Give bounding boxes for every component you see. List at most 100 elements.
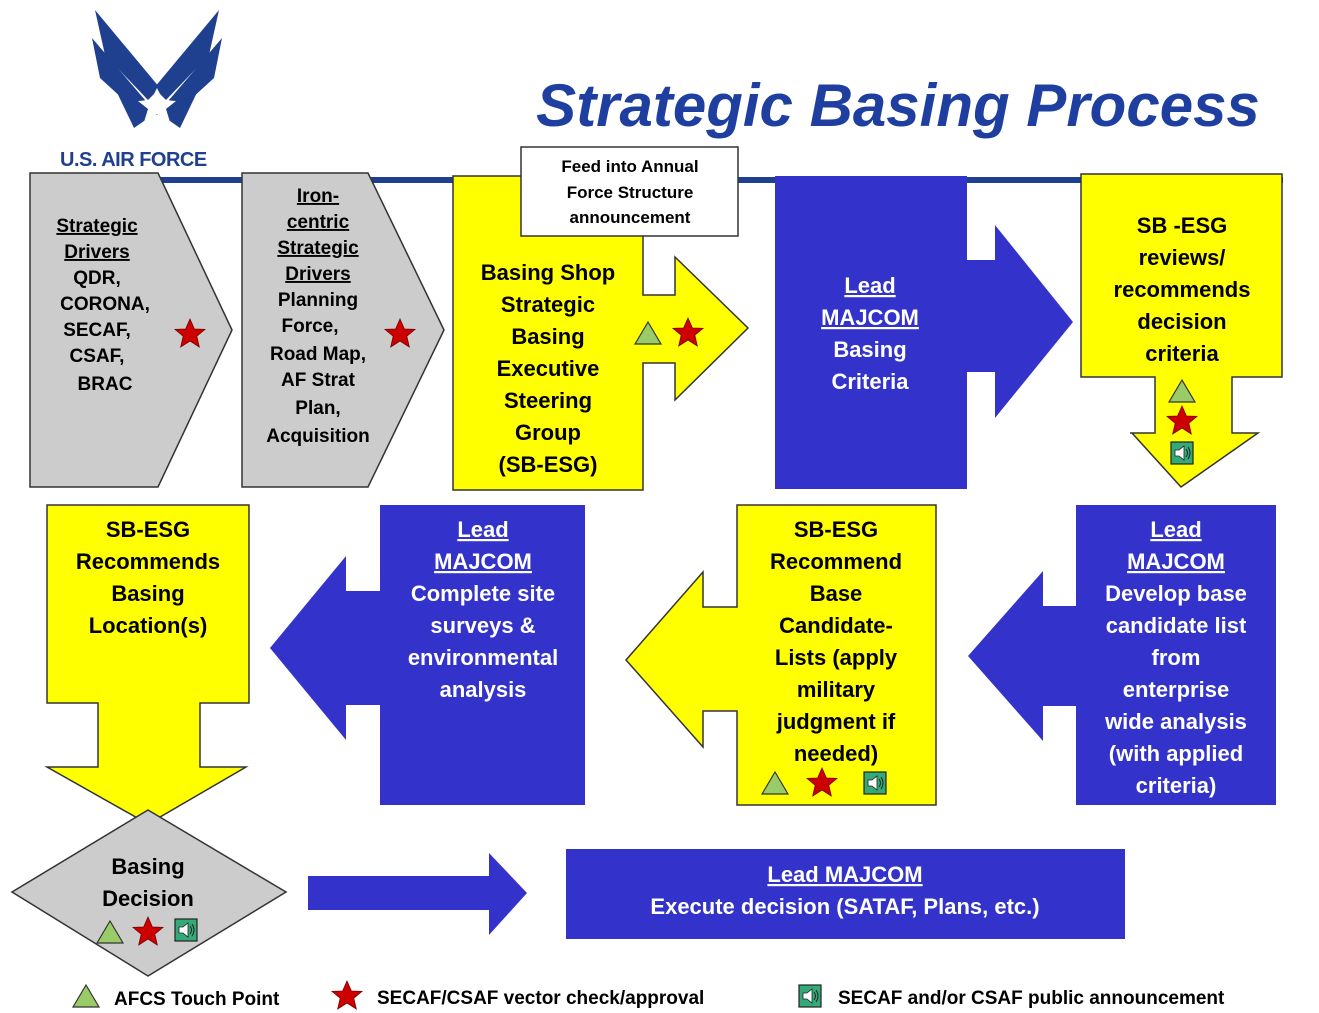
step3-line-5: Steering xyxy=(504,388,592,413)
decision-text: Basing Decision xyxy=(102,854,194,911)
step5-line-1: SB -ESG xyxy=(1137,213,1227,238)
step3-line-2: Strategic xyxy=(501,292,595,317)
step7-line-7: judgment if xyxy=(776,709,896,734)
step4-line-1: Basing xyxy=(833,337,906,362)
step1-line-3: SECAF, xyxy=(63,320,131,341)
step6-line-3: from xyxy=(1152,645,1201,670)
speaker-icon xyxy=(798,984,822,1008)
callout-text: Feed into Annual Force Structure announc… xyxy=(561,157,698,227)
callout-box xyxy=(520,146,739,237)
triangle-icon xyxy=(72,984,100,1008)
step4-label-2: MAJCOM xyxy=(821,305,919,330)
page-title: Strategic Basing Process xyxy=(536,72,1260,139)
step9-line-4: Location(s) xyxy=(89,613,208,638)
step7-line-5: Lists (apply xyxy=(775,645,898,670)
step7-line-2: Recommend xyxy=(770,549,902,574)
step8-text: Lead MAJCOM Complete site surveys & envi… xyxy=(408,517,558,702)
step5-line-4: decision xyxy=(1137,309,1226,334)
decision-diamond xyxy=(10,809,288,977)
step8-line-2: surveys & xyxy=(430,613,535,638)
step6-line-7: criteria) xyxy=(1136,773,1217,798)
step3-line-7: (SB-ESG) xyxy=(499,452,598,477)
legend-announcement: SECAF and/or CSAF public announcement xyxy=(838,988,1225,1009)
step1-label-1: Strategic xyxy=(56,216,138,237)
speaker-icon xyxy=(1170,441,1194,465)
step4-text: Lead MAJCOM Basing Criteria xyxy=(821,273,919,394)
step2-label-3: Strategic xyxy=(277,238,359,259)
step5-text: SB -ESG reviews/ recommends decision cri… xyxy=(1114,213,1251,366)
step1-line-5: BRAC xyxy=(78,374,133,395)
step8-shape xyxy=(270,505,585,805)
decision-line-1: Basing xyxy=(111,854,184,879)
usaf-wing-logo xyxy=(92,10,222,128)
step8-line-4: analysis xyxy=(440,677,527,702)
step8-label-2: MAJCOM xyxy=(434,549,532,574)
step1-label-2: Drivers xyxy=(64,242,130,263)
step5-line-2: reviews/ xyxy=(1139,245,1226,270)
step5-shape xyxy=(1080,173,1283,488)
step5-line-5: criteria xyxy=(1145,341,1219,366)
step6-line-1: Develop base xyxy=(1105,581,1247,606)
step7-line-8: needed) xyxy=(794,741,878,766)
legend-vector-check: SECAF/CSAF vector check/approval xyxy=(377,988,704,1009)
step3-line-1: Basing Shop xyxy=(481,260,615,285)
step9-line-2: Recommends xyxy=(76,549,220,574)
step3-text: Basing Shop Strategic Basing Executive S… xyxy=(481,260,615,477)
step6-line-2: candidate list xyxy=(1106,613,1247,638)
execute-arrow xyxy=(308,853,527,935)
execute-text: Lead MAJCOM Execute decision (SATAF, Pla… xyxy=(650,862,1039,919)
step2-line-4: AF Strat xyxy=(281,370,356,391)
step2-line-1: Planning xyxy=(278,290,358,311)
execute-box xyxy=(566,849,1125,939)
step9-shape xyxy=(44,504,250,825)
decision-line-2: Decision xyxy=(102,886,194,911)
step7-line-4: Candidate- xyxy=(779,613,893,638)
step6-label-1: Lead xyxy=(1150,517,1201,542)
step3-line-3: Basing xyxy=(511,324,584,349)
execute-line: Execute decision (SATAF, Plans, etc.) xyxy=(650,894,1039,919)
step2-line-2: Force, xyxy=(281,316,338,337)
step7-line-1: SB-ESG xyxy=(794,517,878,542)
step5-line-3: recommends xyxy=(1114,277,1251,302)
step6-line-6: (with applied xyxy=(1109,741,1243,766)
step4-line-2: Criteria xyxy=(831,369,909,394)
step1-line-2: CORONA, xyxy=(60,294,150,315)
step2-chevron xyxy=(241,172,445,488)
step7-shape xyxy=(625,504,937,806)
step2-line-6: Acquisition xyxy=(266,426,369,447)
step1-chevron xyxy=(29,172,233,488)
step9-line-1: SB-ESG xyxy=(106,517,190,542)
step3-shape xyxy=(452,175,750,491)
step2-line-5: Plan, xyxy=(295,398,340,419)
step2-label-1: Iron- xyxy=(297,186,339,207)
step8-line-3: environmental xyxy=(408,645,558,670)
step4-shape xyxy=(775,176,1073,489)
step6-line-5: wide analysis xyxy=(1104,709,1247,734)
step2-text: Iron- centric Strategic Drivers Planning… xyxy=(266,186,369,447)
step6-shape xyxy=(968,505,1276,805)
callout-line-1: Feed into Annual xyxy=(561,157,698,176)
step2-line-3: Road Map, xyxy=(270,344,366,365)
callout-line-3: announcement xyxy=(570,208,691,227)
step2-label-4: Drivers xyxy=(285,264,351,285)
step8-label-1: Lead xyxy=(457,517,508,542)
step6-text: Lead MAJCOM Develop base candidate list … xyxy=(1104,517,1247,798)
step7-text: SB-ESG Recommend Base Candidate- Lists (… xyxy=(770,517,902,766)
star-icon xyxy=(331,980,363,1010)
logo-text: U.S. AIR FORCE xyxy=(60,149,207,171)
speaker-icon xyxy=(863,771,887,795)
step3-line-4: Executive xyxy=(497,356,600,381)
step3-line-6: Group xyxy=(515,420,581,445)
step9-text: SB-ESG Recommends Basing Location(s) xyxy=(76,517,220,638)
execute-label: Lead MAJCOM xyxy=(767,862,922,887)
step9-line-3: Basing xyxy=(111,581,184,606)
step4-label-1: Lead xyxy=(844,273,895,298)
step6-line-4: enterprise xyxy=(1123,677,1229,702)
legend-touch-point: AFCS Touch Point xyxy=(114,989,280,1010)
step1-line-4: CSAF, xyxy=(70,346,125,367)
step7-line-6: military xyxy=(797,677,876,702)
step1-text: Strategic Drivers QDR, CORONA, SECAF, CS… xyxy=(56,216,150,395)
step6-label-2: MAJCOM xyxy=(1127,549,1225,574)
step1-line-1: QDR, xyxy=(73,268,121,289)
